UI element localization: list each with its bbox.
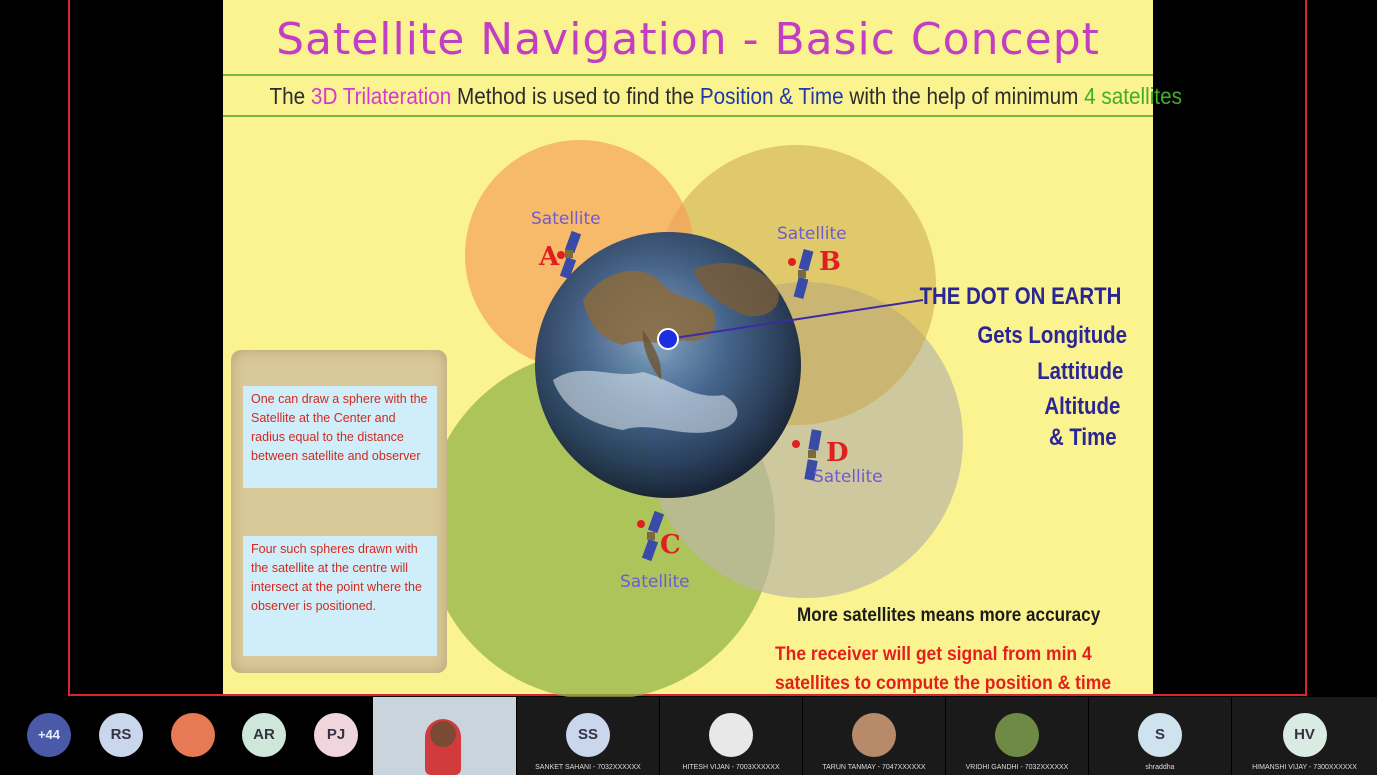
satellite-label-c: Satellite	[620, 572, 690, 592]
satellite-icon-d	[792, 429, 822, 481]
participant-avatar-ar[interactable]: AR	[242, 713, 286, 757]
intersection-explanation-box: Four such spheres drawn with the satelli…	[243, 536, 437, 656]
subtitle-text: The	[269, 83, 311, 109]
participant-avatar: SS	[566, 713, 610, 757]
more-participants-button[interactable]: +44	[27, 713, 71, 757]
satellite-letter-d: D	[826, 438, 849, 468]
participant-name: SANKET SAHANI - 7032XXXXXX	[535, 764, 641, 771]
title-divider	[223, 74, 1153, 76]
participant-photo	[709, 713, 753, 757]
presentation-slide: Satellite Navigation - Basic Concept The…	[223, 0, 1182, 700]
participant-tile[interactable]: S shraddha	[1089, 697, 1231, 775]
participant-name: HITESH VIJAN - 7003XXXXXX	[682, 764, 780, 771]
speaker-head	[430, 721, 456, 747]
participant-photo-avatar[interactable]	[171, 713, 215, 757]
participant-photo	[995, 713, 1039, 757]
trilateration-diagram: Satellite A Satellite B D Satellite C Sa…	[425, 140, 963, 700]
participant-tile[interactable]: TARUN TANMAY - 7047XXXXXX	[803, 697, 945, 775]
sphere-explanation-box: One can draw a sphere with the Satellite…	[243, 386, 437, 488]
participant-photo	[852, 713, 896, 757]
latitude-text: Lattitude	[1036, 358, 1123, 385]
participant-name: TARUN TANMAY - 7047XXXXXX	[822, 764, 926, 771]
info-panel: One can draw a sphere with the Satellite…	[231, 350, 447, 673]
participant-tile[interactable]: SS SANKET SAHANI - 7032XXXXXX	[517, 697, 659, 775]
satellite-label-a: Satellite	[531, 209, 601, 229]
satellite-letter-b: B	[819, 247, 841, 277]
satellite-label-d: Satellite	[813, 467, 883, 487]
dot-on-earth-label: THE DOT ON EARTH	[919, 283, 1121, 310]
observer-dot	[657, 328, 679, 350]
participant-avatar: HV	[1282, 713, 1327, 757]
dot-pointer-line	[667, 299, 924, 340]
altitude-text: Altitude	[1044, 393, 1120, 420]
participant-tile[interactable]: HV HIMANSHI VIJAY - 7300XXXXXX	[1232, 697, 1377, 775]
earth-image	[535, 232, 801, 498]
receiver-note: The receiver will get signal from min 4 …	[775, 644, 1112, 694]
subtitle-text: with the help of minimum	[843, 83, 1085, 109]
subtitle-divider	[223, 115, 1153, 117]
participant-tile[interactable]: VRIDHI GANDHI - 7032XXXXXX	[946, 697, 1088, 775]
participant-name: VRIDHI GANDHI - 7032XXXXXX	[965, 764, 1069, 771]
subtitle-satellites: 4 satellites	[1084, 83, 1182, 109]
satellite-letter-a: A	[538, 242, 560, 272]
participant-avatar: S	[1138, 713, 1182, 757]
slide-subtitle: The 3D Trilateration Method is used to f…	[269, 83, 1182, 110]
participant-avatar-pj[interactable]: PJ	[314, 713, 358, 757]
satellite-label-b: Satellite	[777, 224, 847, 244]
participants-strip: +44 RS AR PJ SS SANKET SAHANI - 7032XXXX…	[0, 697, 1377, 775]
active-speaker-video[interactable]	[373, 697, 516, 775]
slide-title: Satellite Navigation - Basic Concept	[276, 14, 1100, 65]
participant-avatar-rs[interactable]: RS	[99, 713, 143, 757]
participant-tile[interactable]: HITESH VIJAN - 7003XXXXXX	[660, 697, 802, 775]
satellite-icon-c	[637, 510, 665, 562]
subtitle-position-time: Position & Time	[699, 83, 844, 109]
participant-name: HIMANSHI VIJAY - 7300XXXXXX	[1252, 764, 1357, 771]
time-text: & Time	[1049, 424, 1117, 451]
participant-name: shraddha	[1145, 764, 1175, 771]
satellite-icon-b	[788, 249, 814, 299]
gets-longitude-text: Gets Longitude	[977, 322, 1127, 349]
satellite-letter-c: C	[660, 530, 681, 560]
accuracy-note: More satellites means more accuracy	[797, 605, 1101, 626]
satellite-icon-a	[557, 230, 582, 280]
subtitle-method: 3D Trilateration	[310, 83, 452, 109]
subtitle-text: Method is used to find the	[451, 83, 700, 109]
